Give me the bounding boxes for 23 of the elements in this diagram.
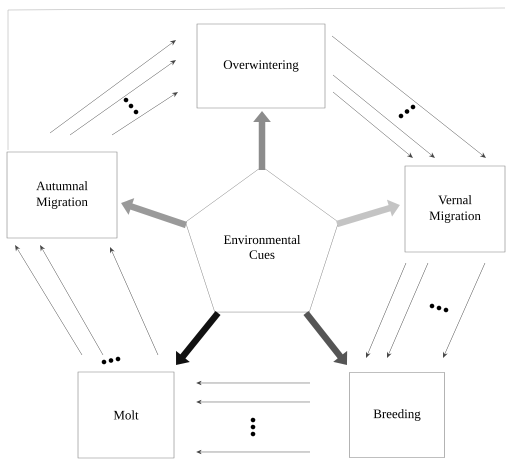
stage-box: Autumnal Migration	[6, 152, 118, 238]
arrow	[387, 262, 428, 358]
pentagon: Environmental Cues	[185, 166, 339, 312]
arrow	[112, 92, 178, 136]
stage-box: Overwintering	[196, 24, 326, 108]
arrow	[332, 92, 413, 158]
arrow	[196, 380, 310, 386]
arrow	[40, 245, 104, 356]
stage-box: Vernal Migration	[404, 166, 506, 252]
arrow	[70, 60, 176, 136]
arrow	[196, 400, 310, 404]
arrow	[332, 74, 435, 158]
block-arrow	[176, 310, 221, 365]
arrow	[50, 40, 176, 134]
arrow	[332, 36, 486, 158]
arrow	[366, 262, 406, 358]
arrow	[196, 450, 310, 454]
block-arrow	[303, 310, 348, 365]
arrow	[15, 245, 82, 356]
stage-box: Molt	[78, 372, 174, 458]
arrow	[110, 247, 158, 356]
stage-box: Breeding	[349, 372, 445, 458]
arrow	[443, 262, 486, 358]
